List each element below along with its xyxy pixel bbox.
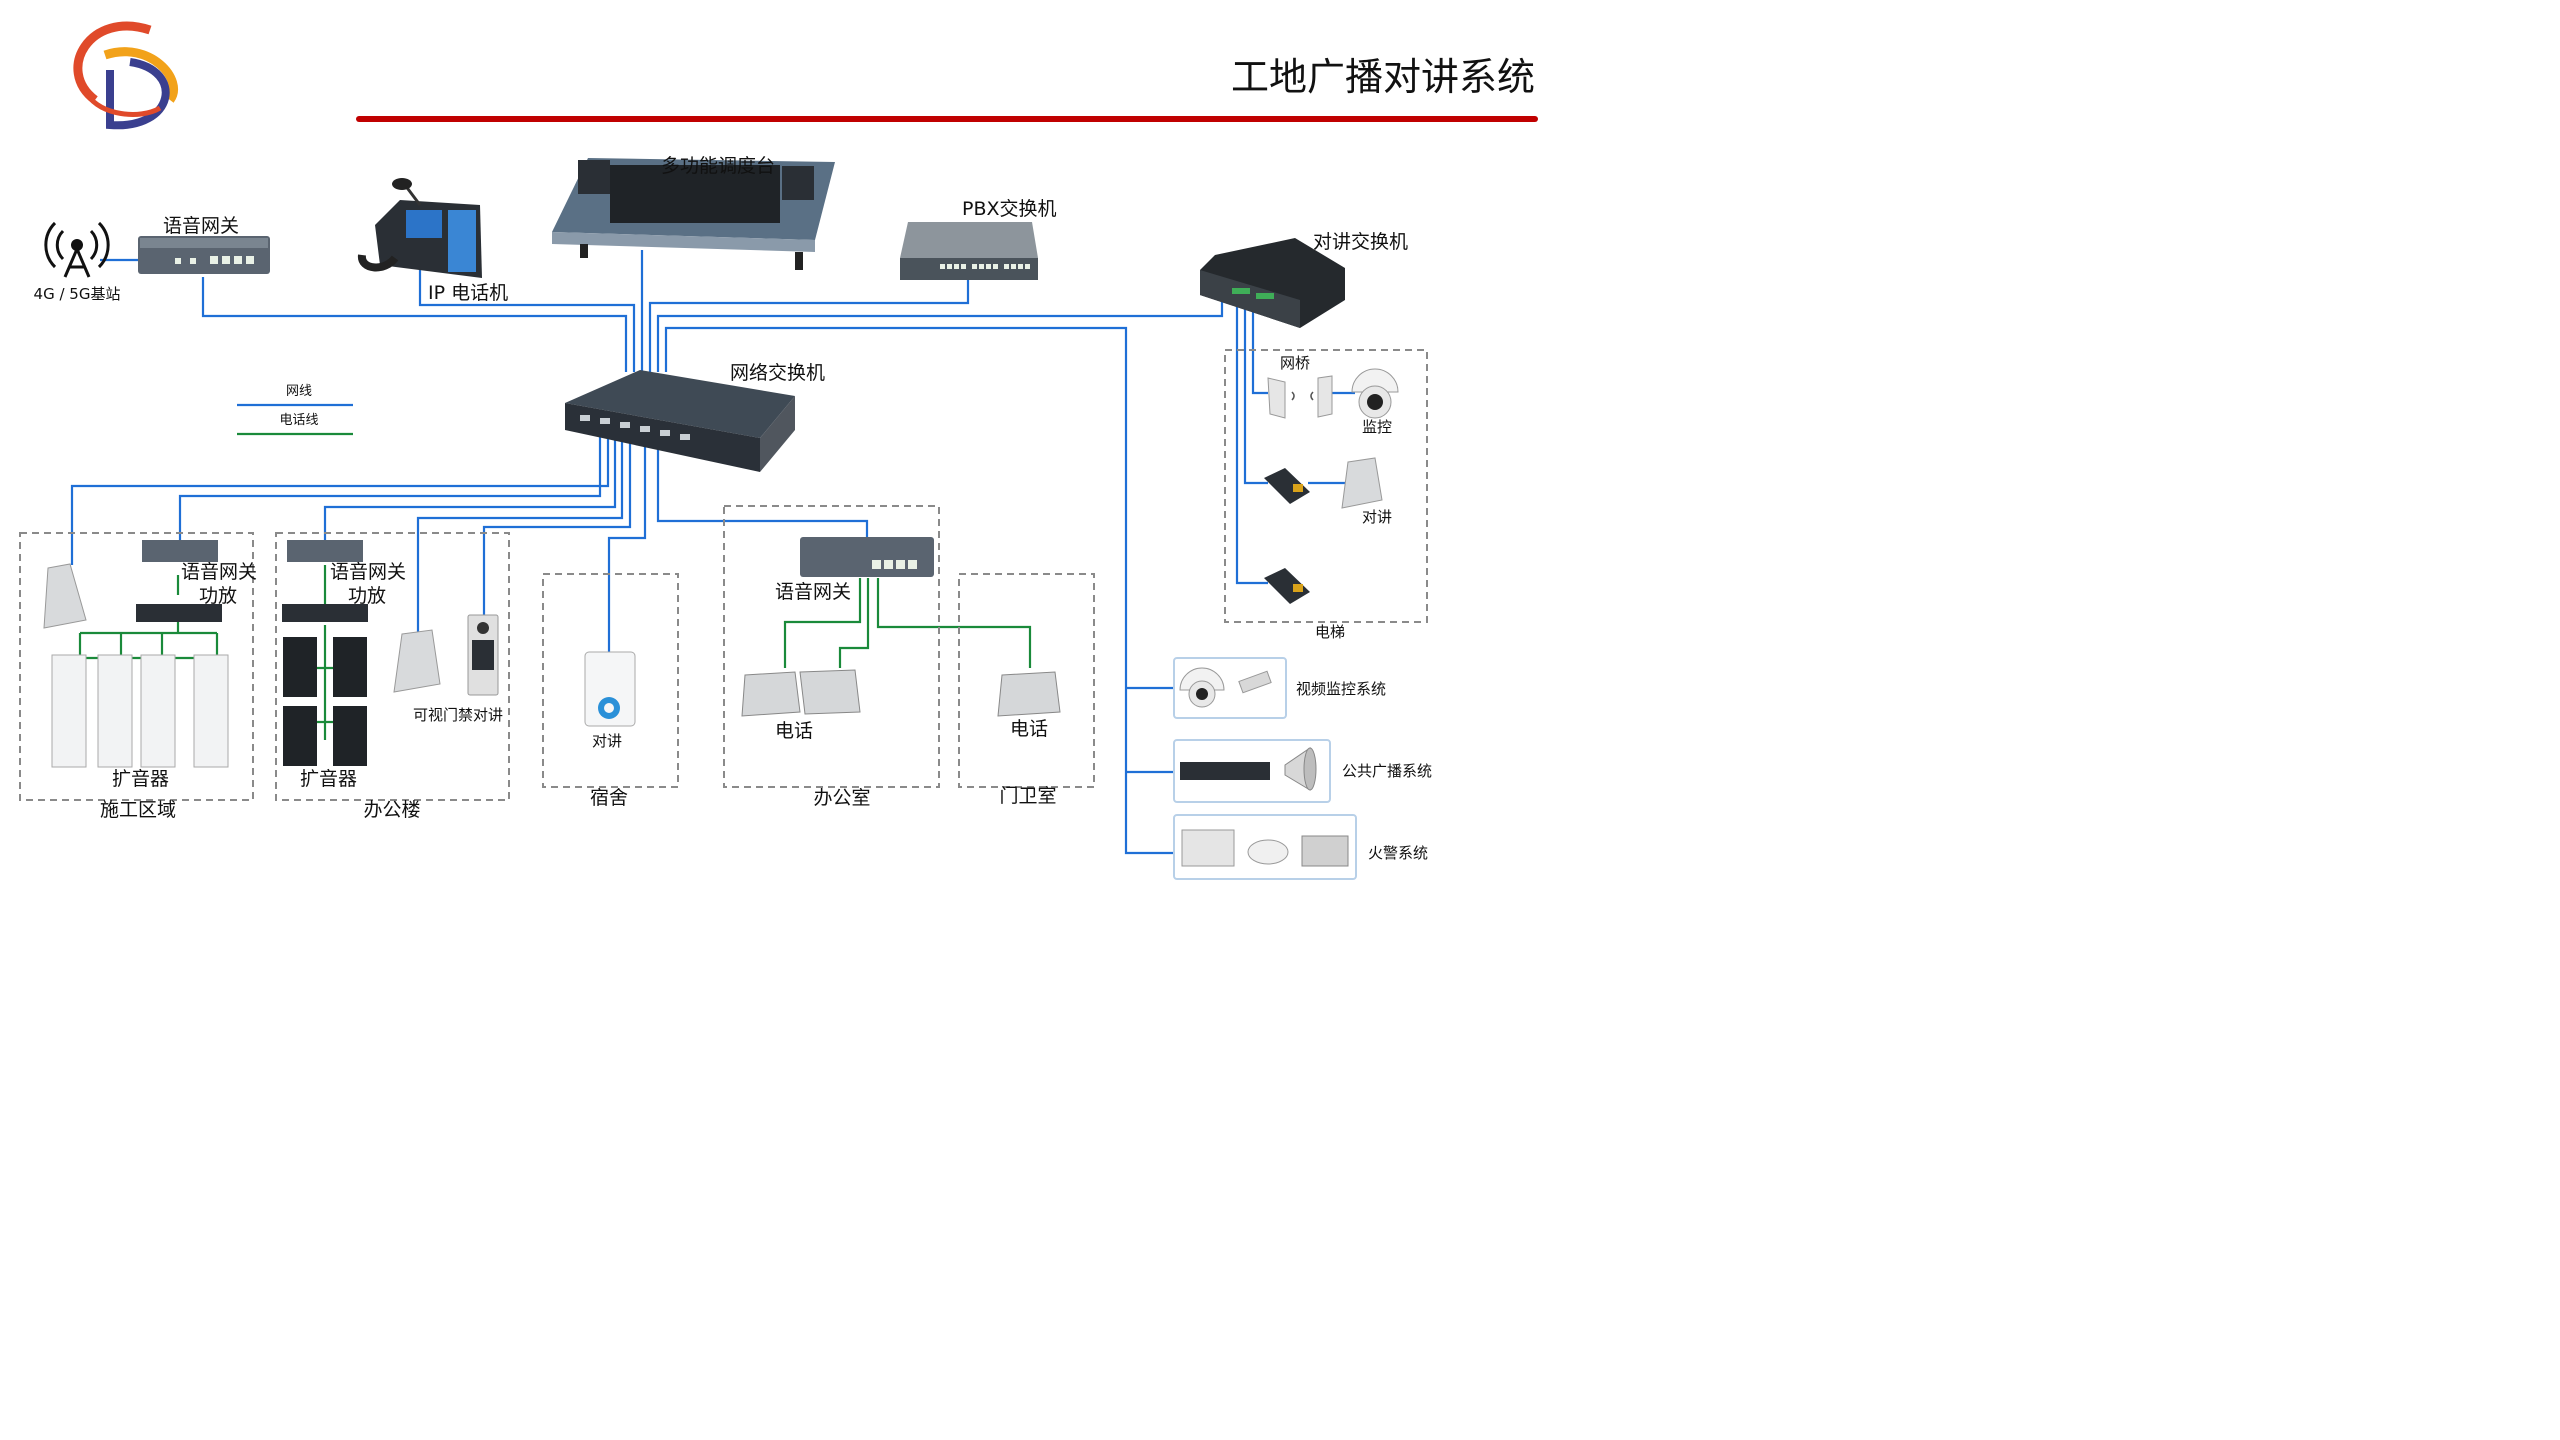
office-building-label: 办公楼: [363, 799, 420, 821]
amplifier-icon: [136, 604, 222, 622]
base-station-label: 4G / 5G基站: [34, 285, 121, 303]
fire-panel-icon: [1181, 829, 1235, 867]
office-phone-label: 电话: [775, 720, 813, 742]
office-room-box: [723, 505, 940, 788]
company-logo: [73, 21, 178, 130]
diagram-stage: 工地广播对讲系统 网线 电话线: [0, 0, 1552, 891]
desk-phone-icon: [997, 671, 1061, 717]
dorm-label: 宿舍: [590, 787, 628, 809]
guard-room-box: [958, 573, 1095, 788]
page-title: 工地广播对讲系统: [1231, 55, 1535, 99]
site-gateway-label: 语音网关: [181, 561, 257, 583]
bridge-label: 网桥: [1280, 354, 1310, 372]
pa-system-label: 公共广播系统: [1342, 762, 1432, 780]
column-speaker-icon: [51, 654, 229, 768]
guard-phone-label: 电话: [1010, 718, 1048, 740]
gateway-top-label: 语音网关: [163, 215, 239, 237]
gateway-icon: [142, 540, 218, 562]
horn-speaker-icon: [1284, 747, 1317, 791]
network-switch-icon: [565, 370, 795, 472]
console-label: 多功能调度台: [661, 155, 775, 177]
amplifier-icon: [1180, 762, 1270, 780]
camera-icon: [1179, 667, 1272, 708]
site-area-box: [19, 532, 254, 801]
guard-room-label: 门卫室: [999, 785, 1056, 807]
bridge-icon: [1267, 375, 1333, 419]
smoke-detector-icon: [1247, 839, 1289, 865]
video-system-box: [1173, 657, 1287, 719]
console-icon: [552, 158, 835, 270]
pbx-icon: [900, 222, 1038, 280]
monitor-label: 监控: [1362, 418, 1392, 436]
dorm-box: [542, 573, 679, 788]
door-intercom-label: 可视门禁对讲: [413, 706, 503, 724]
network-switch-label: 网络交换机: [730, 362, 825, 384]
site-amp-label: 功放: [199, 585, 237, 607]
camera-icon: [1351, 368, 1399, 419]
card-reader-icon: [1264, 468, 1310, 504]
ip-phone-label: IP 电话机: [428, 282, 508, 304]
site-area-label: 施工区域: [100, 799, 176, 821]
wall-intercom-icon: [584, 651, 636, 727]
gateway-icon: [800, 537, 934, 577]
elevator-group-box: [1224, 349, 1428, 623]
network-lines: [70, 250, 1355, 855]
pbx-label: PBX交换机: [962, 198, 1057, 220]
desk-phone-icon: [741, 669, 861, 717]
intercom-elevator-label: 对讲: [1362, 508, 1392, 526]
office-gateway-label: 语音网关: [330, 561, 406, 583]
wall-intercom-icon: [43, 563, 87, 629]
box-speaker-icon: [283, 637, 367, 766]
site-speaker-label: 扩音器: [112, 768, 169, 790]
system-diagram: 工地广播对讲系统 网线 电话线: [19, 21, 1538, 880]
elevator-label: 电梯: [1315, 623, 1345, 641]
fire-alarm-icon: [1301, 835, 1349, 867]
card-reader-icon: [1264, 568, 1310, 604]
door-intercom-icon: [467, 614, 499, 696]
fire-system-box: [1173, 814, 1357, 880]
legend-network-label: 网线: [286, 384, 312, 399]
ip-phone-icon: [358, 178, 482, 278]
intercom-switch-icon: [1200, 238, 1345, 328]
office-room-gateway-label: 语音网关: [775, 581, 851, 603]
fire-system-label: 火警系统: [1368, 844, 1428, 862]
gateway-icon: [287, 540, 363, 562]
office-building-box: [275, 532, 510, 801]
pa-system-box: [1173, 739, 1331, 803]
office-speaker-label: 扩音器: [300, 768, 357, 790]
video-system-label: 视频监控系统: [1296, 680, 1386, 698]
intercom-switch-label: 对讲交换机: [1313, 231, 1408, 253]
office-room-label: 办公室: [813, 787, 870, 809]
title-underline: [356, 116, 1538, 122]
legend-phone-label: 电话线: [279, 413, 318, 428]
amplifier-icon: [282, 604, 368, 622]
dorm-intercom-label: 对讲: [592, 732, 622, 750]
legend: 网线 电话线: [237, 384, 353, 436]
antenna-icon: [44, 221, 110, 278]
gateway-icon: [138, 236, 270, 274]
wall-intercom-icon: [393, 629, 441, 693]
intercom-panel-icon: [1341, 457, 1383, 509]
office-amp-label: 功放: [348, 585, 386, 607]
